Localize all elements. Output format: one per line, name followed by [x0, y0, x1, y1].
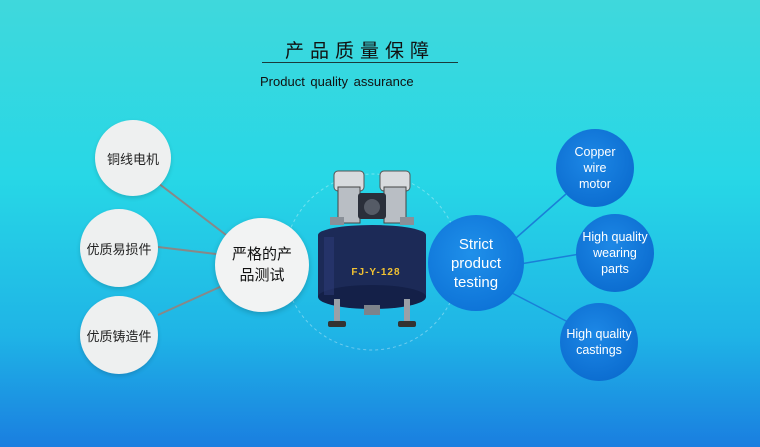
feature-label-line1: High quality — [566, 327, 632, 341]
feature-label: 优质铸造件 — [86, 329, 152, 345]
feature-bubble-copper-motor-cn: 铜线电机 — [95, 120, 171, 196]
air-compressor-image — [318, 170, 426, 327]
feature-bubble-castings-cn: 优质铸造件 — [80, 296, 158, 374]
feature-label-line2: castings — [576, 343, 622, 357]
feature-label-line1: Copper wire — [574, 145, 616, 175]
center-label-line2: product — [450, 254, 502, 272]
center-bubble-testing-cn: 严格的产 品测试 — [215, 218, 309, 312]
feature-label: 铜线电机 — [106, 152, 159, 168]
feature-bubble-wearing-parts-cn: 优质易损件 — [80, 209, 158, 287]
connector-right-1 — [515, 193, 567, 239]
center-label-line1: Strict — [458, 235, 494, 253]
center-label-line1: 严格的产 — [231, 245, 292, 263]
feature-label-line2: motor — [579, 177, 611, 191]
feature-label: 优质易损件 — [86, 242, 152, 258]
connector-right-2 — [519, 253, 581, 265]
center-label-line2: 品测试 — [239, 266, 285, 284]
feature-bubble-castings-en: High quality castings — [560, 303, 638, 381]
product-model-label: FJ-Y-128 — [351, 267, 401, 278]
connector-left-3 — [157, 285, 223, 316]
feature-label-line1: High quality — [582, 230, 648, 244]
header: 产品质量保障 Product quality assurance — [0, 0, 760, 100]
page-title-en: Product quality assurance — [260, 74, 414, 89]
feature-bubble-wearing-parts-en: High quality wearing parts — [576, 214, 654, 292]
feature-bubble-copper-motor-en: Copper wire motor — [556, 129, 634, 207]
connector-left-1 — [157, 182, 231, 239]
center-bubble-testing-en: Strict product testing — [428, 215, 524, 311]
feature-label-line2: wearing — [593, 246, 637, 260]
feature-label-line3: parts — [601, 262, 629, 276]
title-divider — [262, 62, 458, 63]
page-title-cn: 产品质量保障 — [284, 40, 435, 62]
connector-right-3 — [509, 291, 569, 323]
center-label-line3: testing — [453, 273, 499, 291]
connector-left-2 — [157, 246, 217, 255]
